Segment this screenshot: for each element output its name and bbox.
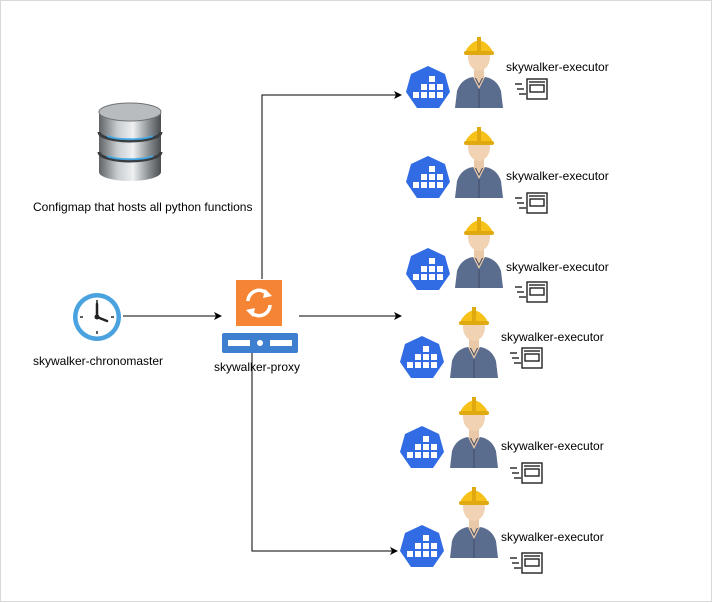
logs-icon (510, 551, 544, 575)
edge-proxy-to-executor-1 (261, 91, 402, 279)
sync-proxy-icon (236, 280, 282, 326)
logs-icon (515, 77, 549, 101)
logs-icon (510, 346, 544, 370)
executor-label: skywalker-executor (501, 330, 604, 344)
kubernetes-pod-icon (405, 155, 451, 201)
database-icon (97, 102, 163, 182)
executor-label: skywalker-executor (506, 260, 609, 274)
worker-icon (446, 303, 502, 378)
executor-label: skywalker-executor (506, 60, 609, 74)
executor-label: skywalker-executor (501, 439, 604, 453)
worker-icon (451, 33, 507, 108)
executor-label: skywalker-executor (501, 530, 604, 544)
worker-icon (451, 213, 507, 288)
kubernetes-pod-icon (399, 524, 445, 570)
executor-label: skywalker-executor (506, 169, 609, 183)
kubernetes-pod-icon (399, 425, 445, 471)
kubernetes-pod-icon (405, 65, 451, 111)
proxy-label: skywalker-proxy (214, 360, 301, 374)
proxy-server-bar-icon (222, 333, 298, 353)
logs-icon (515, 280, 549, 304)
kubernetes-pod-icon (405, 247, 451, 293)
logs-icon (515, 191, 549, 215)
chronomaster-label: skywalker-chronomaster (33, 354, 164, 368)
configmap-label: Configmap that hosts all python function… (33, 200, 253, 214)
logs-icon (510, 461, 544, 485)
edge-proxy-to-executor-6 (251, 353, 398, 555)
worker-icon (446, 483, 502, 558)
worker-icon (446, 393, 502, 468)
worker-icon (451, 123, 507, 198)
kubernetes-pod-icon (399, 335, 445, 381)
clock-icon (71, 291, 123, 343)
